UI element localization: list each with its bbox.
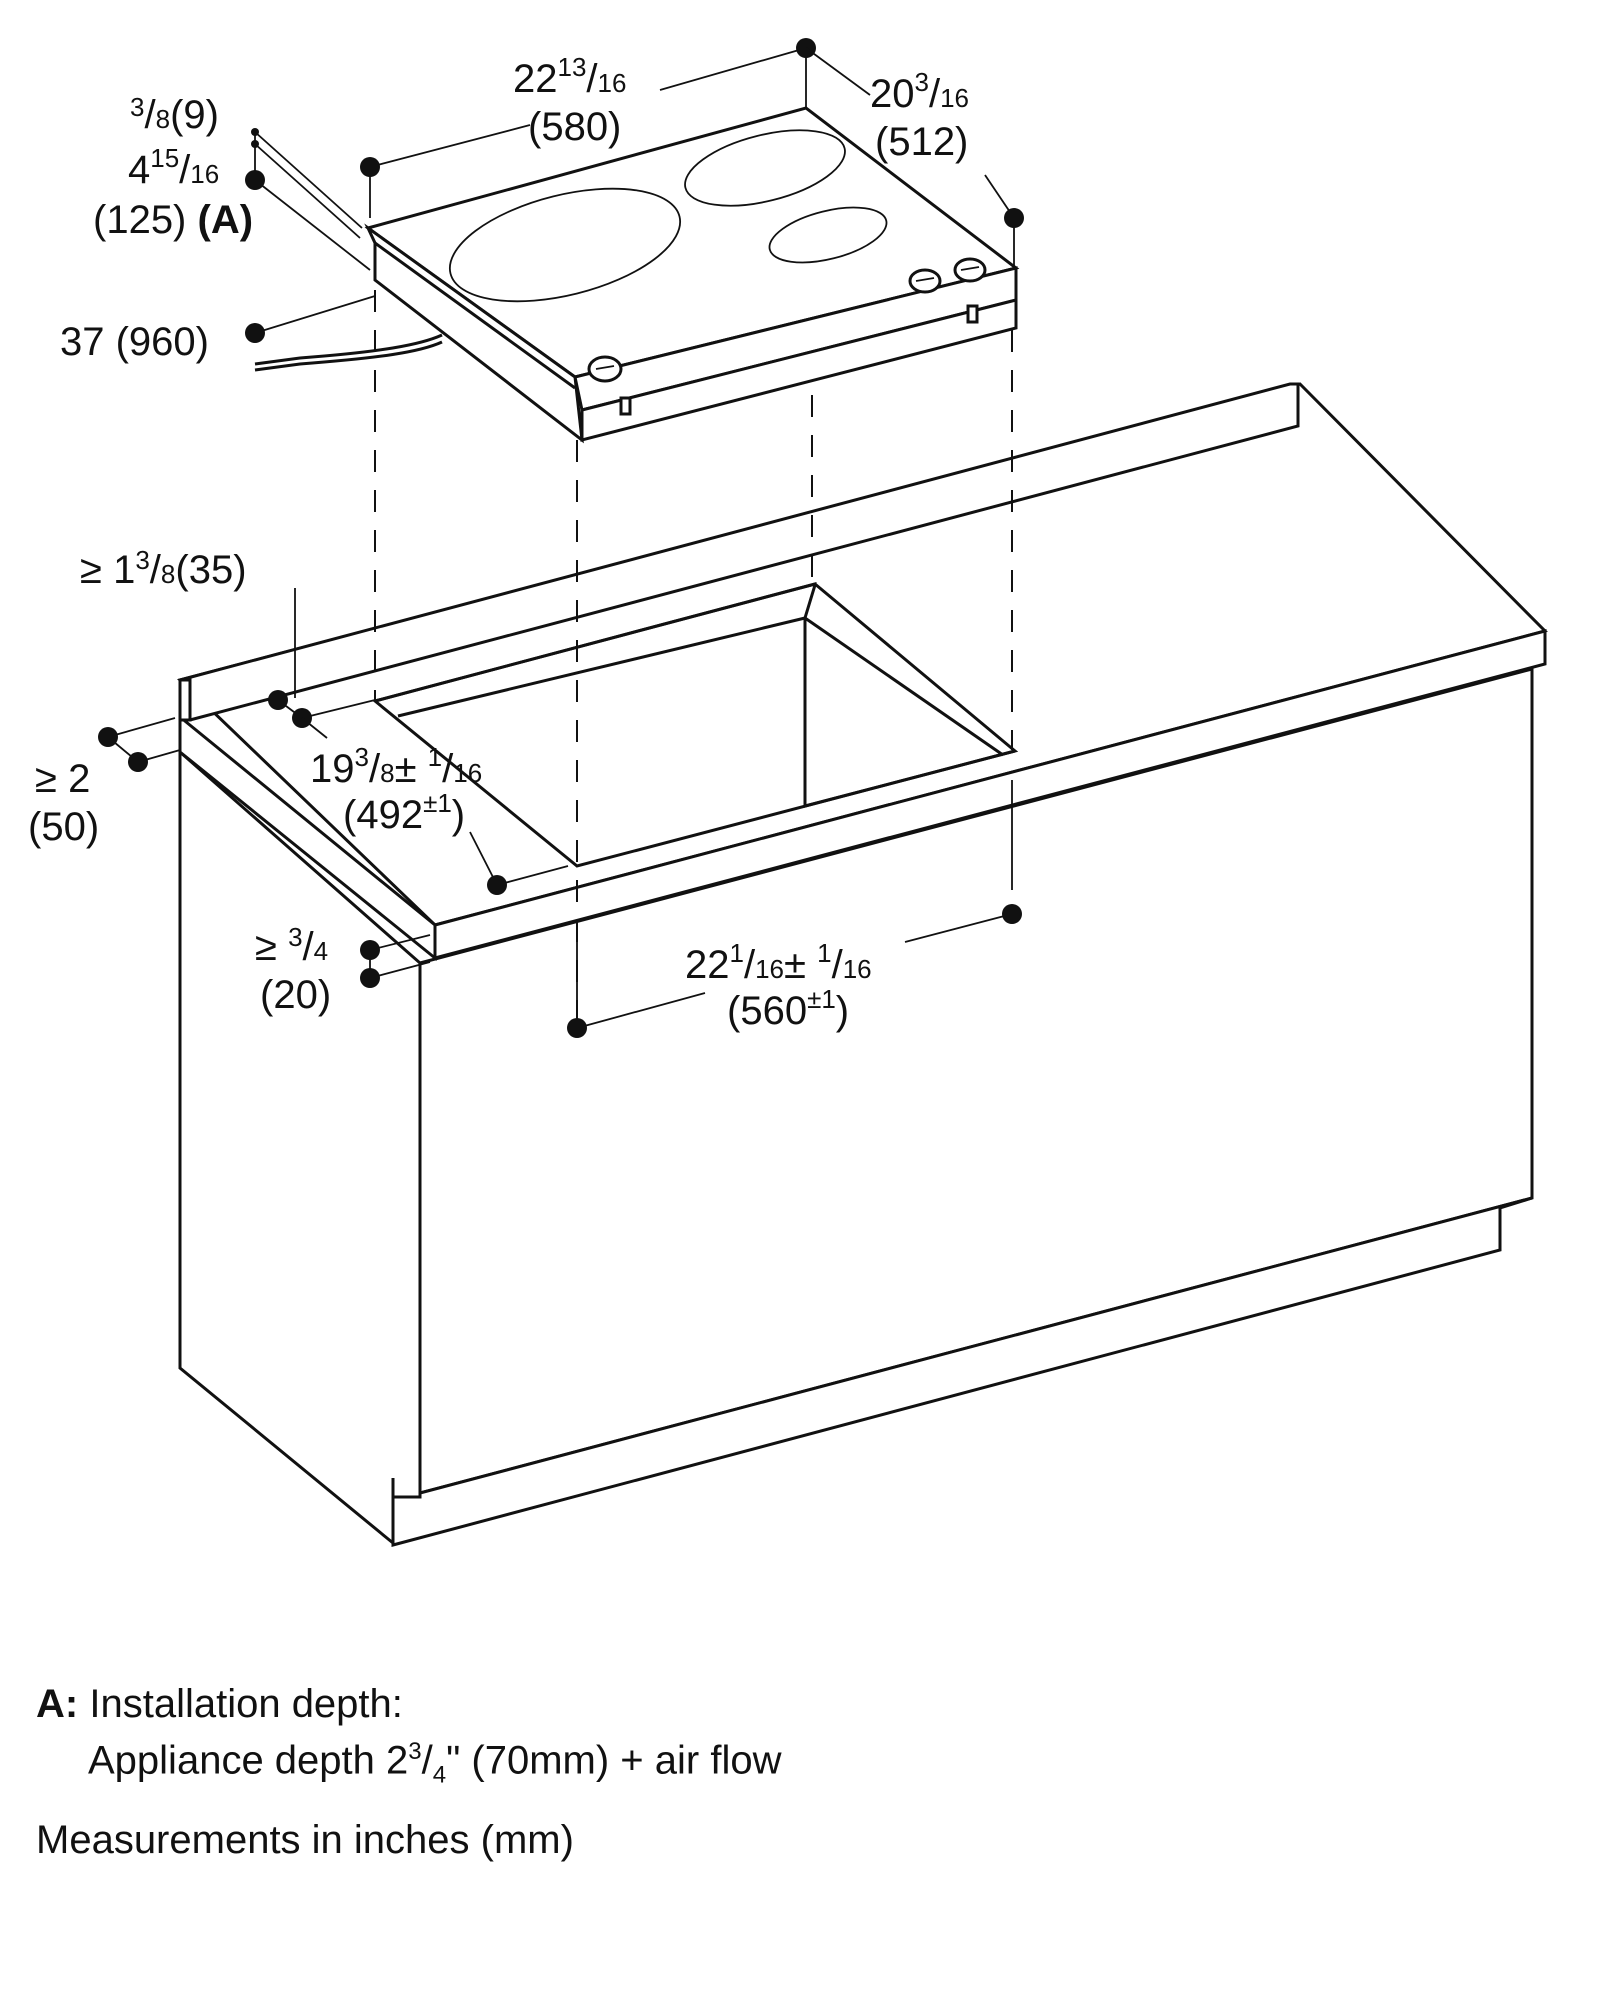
cooktop xyxy=(254,106,1020,444)
dimension-labels: 2213/16 (580) 203/16 (512) 3/8(9) 415/16… xyxy=(28,52,969,1033)
legend-key: A: xyxy=(36,1682,79,1726)
cutout-depth-label: 193/8± 1/16 xyxy=(310,742,482,791)
cutout-width-label: 221/16± 1/16 xyxy=(685,938,872,987)
width-top-mm: (580) xyxy=(528,105,621,149)
small-burner-icon xyxy=(768,206,888,264)
legend-line2: Appliance depth 23/4" (70mm) + air flow xyxy=(88,1738,782,1789)
base-cabinet xyxy=(178,667,1534,1547)
dimension-markers xyxy=(98,38,1024,1038)
projection-lines xyxy=(374,290,1013,1040)
cable-length-label: 37 (960) xyxy=(60,320,209,364)
cutout-width-mm: (560±1) xyxy=(727,984,849,1033)
rear-clearance-label: ≥ 13/8(35) xyxy=(80,545,247,592)
legend-line1: Installation depth: xyxy=(89,1682,403,1726)
measurement-note: Measurements in inches (mm) xyxy=(36,1818,574,1862)
countertop xyxy=(177,382,1548,962)
install-height-mm: (125) (A) xyxy=(93,198,253,242)
front-clearance-mm: (50) xyxy=(28,805,99,849)
front-clearance-label: ≥ 2 xyxy=(35,757,90,801)
power-cable-icon xyxy=(254,333,443,366)
width-top-label: 2213/16 xyxy=(513,52,626,101)
rear-burner-icon xyxy=(684,129,846,207)
depth-top-mm: (512) xyxy=(875,120,968,164)
legend: A: Installation depth: Appliance depth 2… xyxy=(36,1680,781,1799)
large-burner-icon xyxy=(448,187,682,303)
vent-icon xyxy=(966,304,979,324)
countertop-thickness-mm: (20) xyxy=(260,973,331,1017)
countertop-thickness-label: ≥ 3/4 xyxy=(255,922,328,969)
vent-icon xyxy=(619,396,632,416)
control-knob-icon xyxy=(587,257,987,383)
cutout-depth-mm: (492±1) xyxy=(343,788,465,837)
glass-thickness-label: 3/8(9) xyxy=(130,92,219,137)
depth-top-label: 203/16 xyxy=(870,67,969,116)
install-height-label: 415/16 xyxy=(128,143,219,192)
